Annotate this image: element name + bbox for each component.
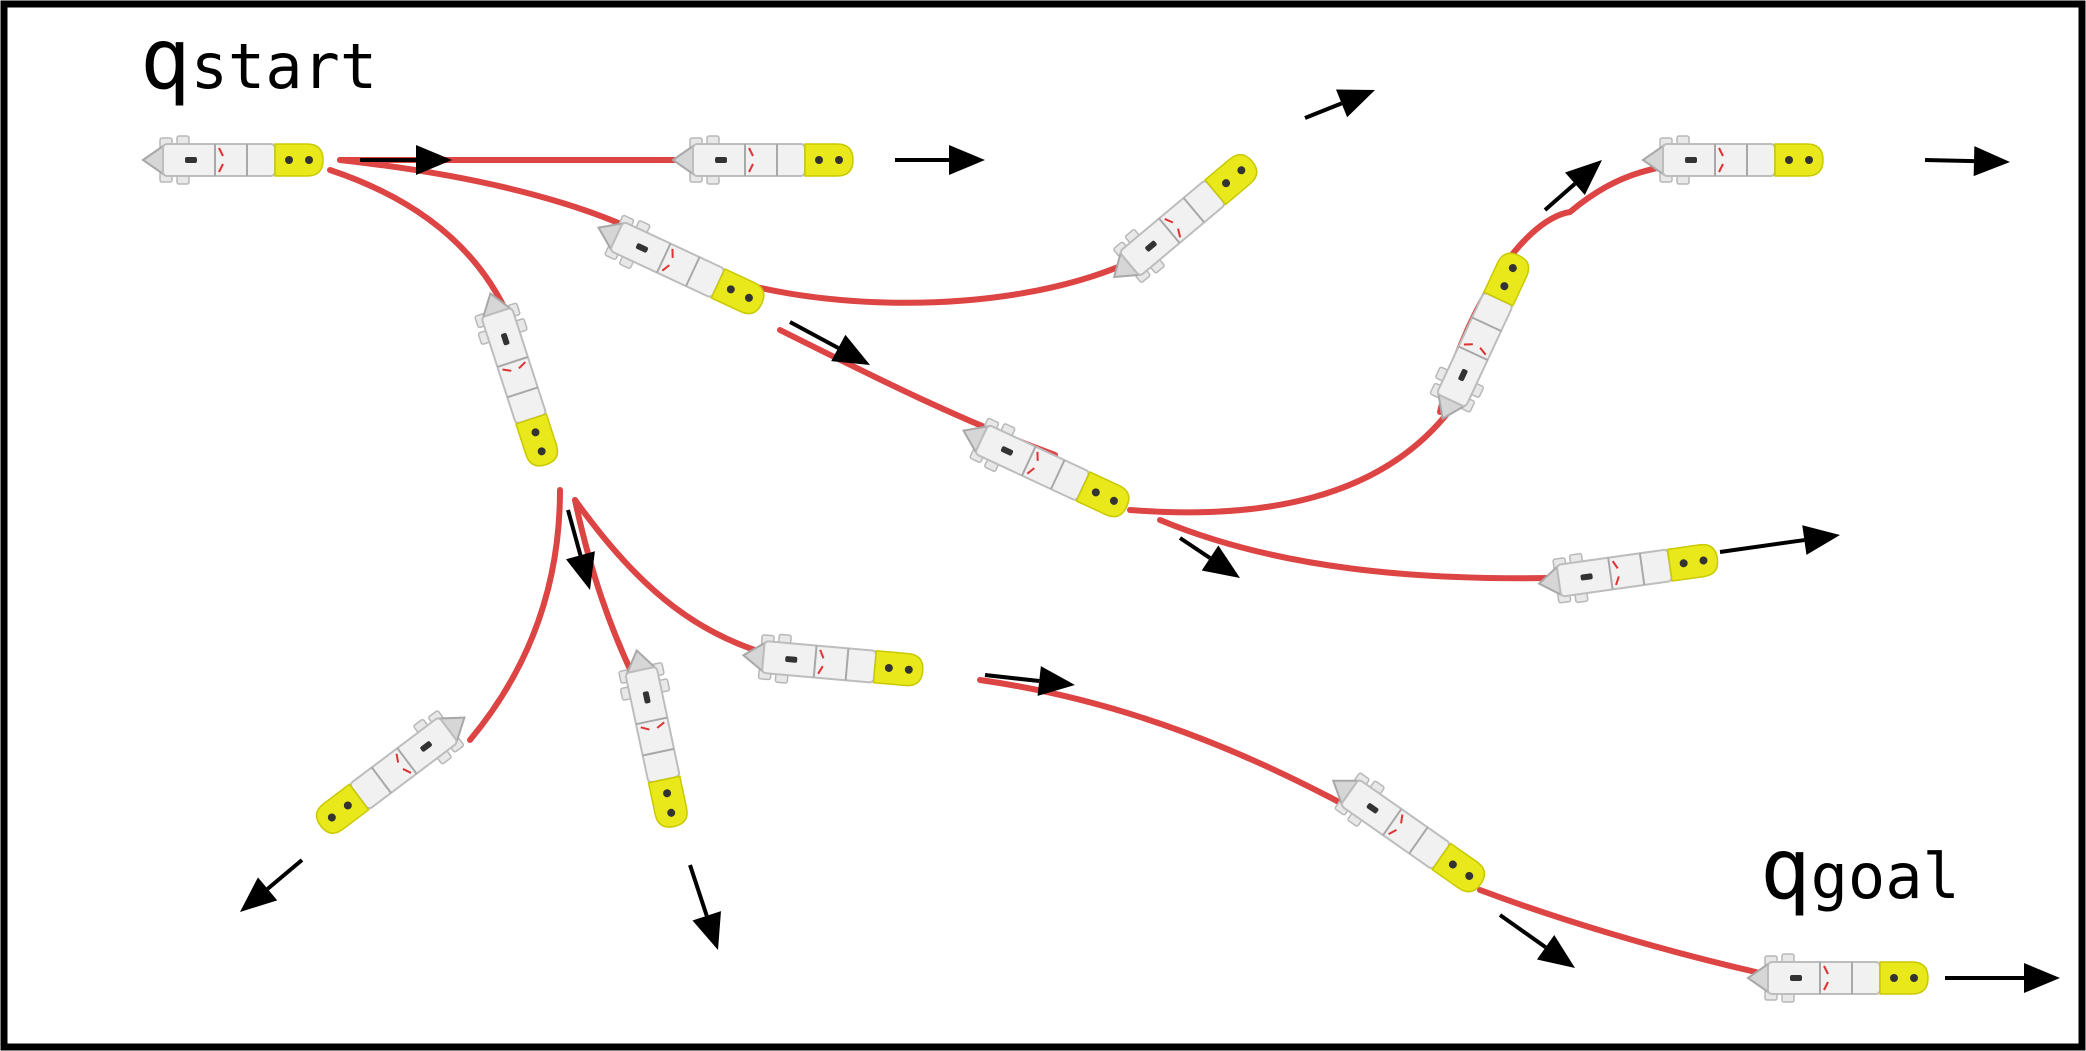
heading-arrow: [984, 666, 1075, 696]
start-sub: start: [191, 30, 378, 103]
trajectory-tree: [327, 157, 1763, 976]
trajectory-segment: [1157, 517, 1553, 582]
goal-sub: goal: [1811, 840, 1960, 913]
heading-arrow: [1543, 160, 1602, 212]
start-q: q: [140, 10, 191, 108]
trajectory-segment: [1477, 887, 1763, 976]
trajectory-segment: [327, 167, 513, 323]
trajectory-segment: [1127, 407, 1453, 516]
heading-arrow: [1178, 536, 1240, 578]
heading-arrow: [1498, 913, 1575, 968]
trajectory-segment: [977, 677, 1393, 833]
heading-arrow: [789, 320, 870, 365]
goal-q: q: [1760, 820, 1811, 918]
heading-arrow: [360, 145, 452, 175]
heading-arrow: [1304, 89, 1375, 120]
goal-label: qgoal: [1760, 820, 1960, 918]
heading-arrow: [240, 858, 304, 912]
heading-arrow: [565, 509, 595, 590]
heading-arrow: [1945, 963, 2060, 993]
heading-arrows: [240, 89, 2060, 993]
start-label: qstart: [140, 10, 377, 108]
heading-arrow: [688, 864, 721, 950]
heading-arrow: [1924, 146, 2010, 177]
trajectory-segment: [467, 487, 563, 743]
heading-arrow: [1719, 525, 1840, 555]
heading-arrow: [895, 145, 985, 175]
